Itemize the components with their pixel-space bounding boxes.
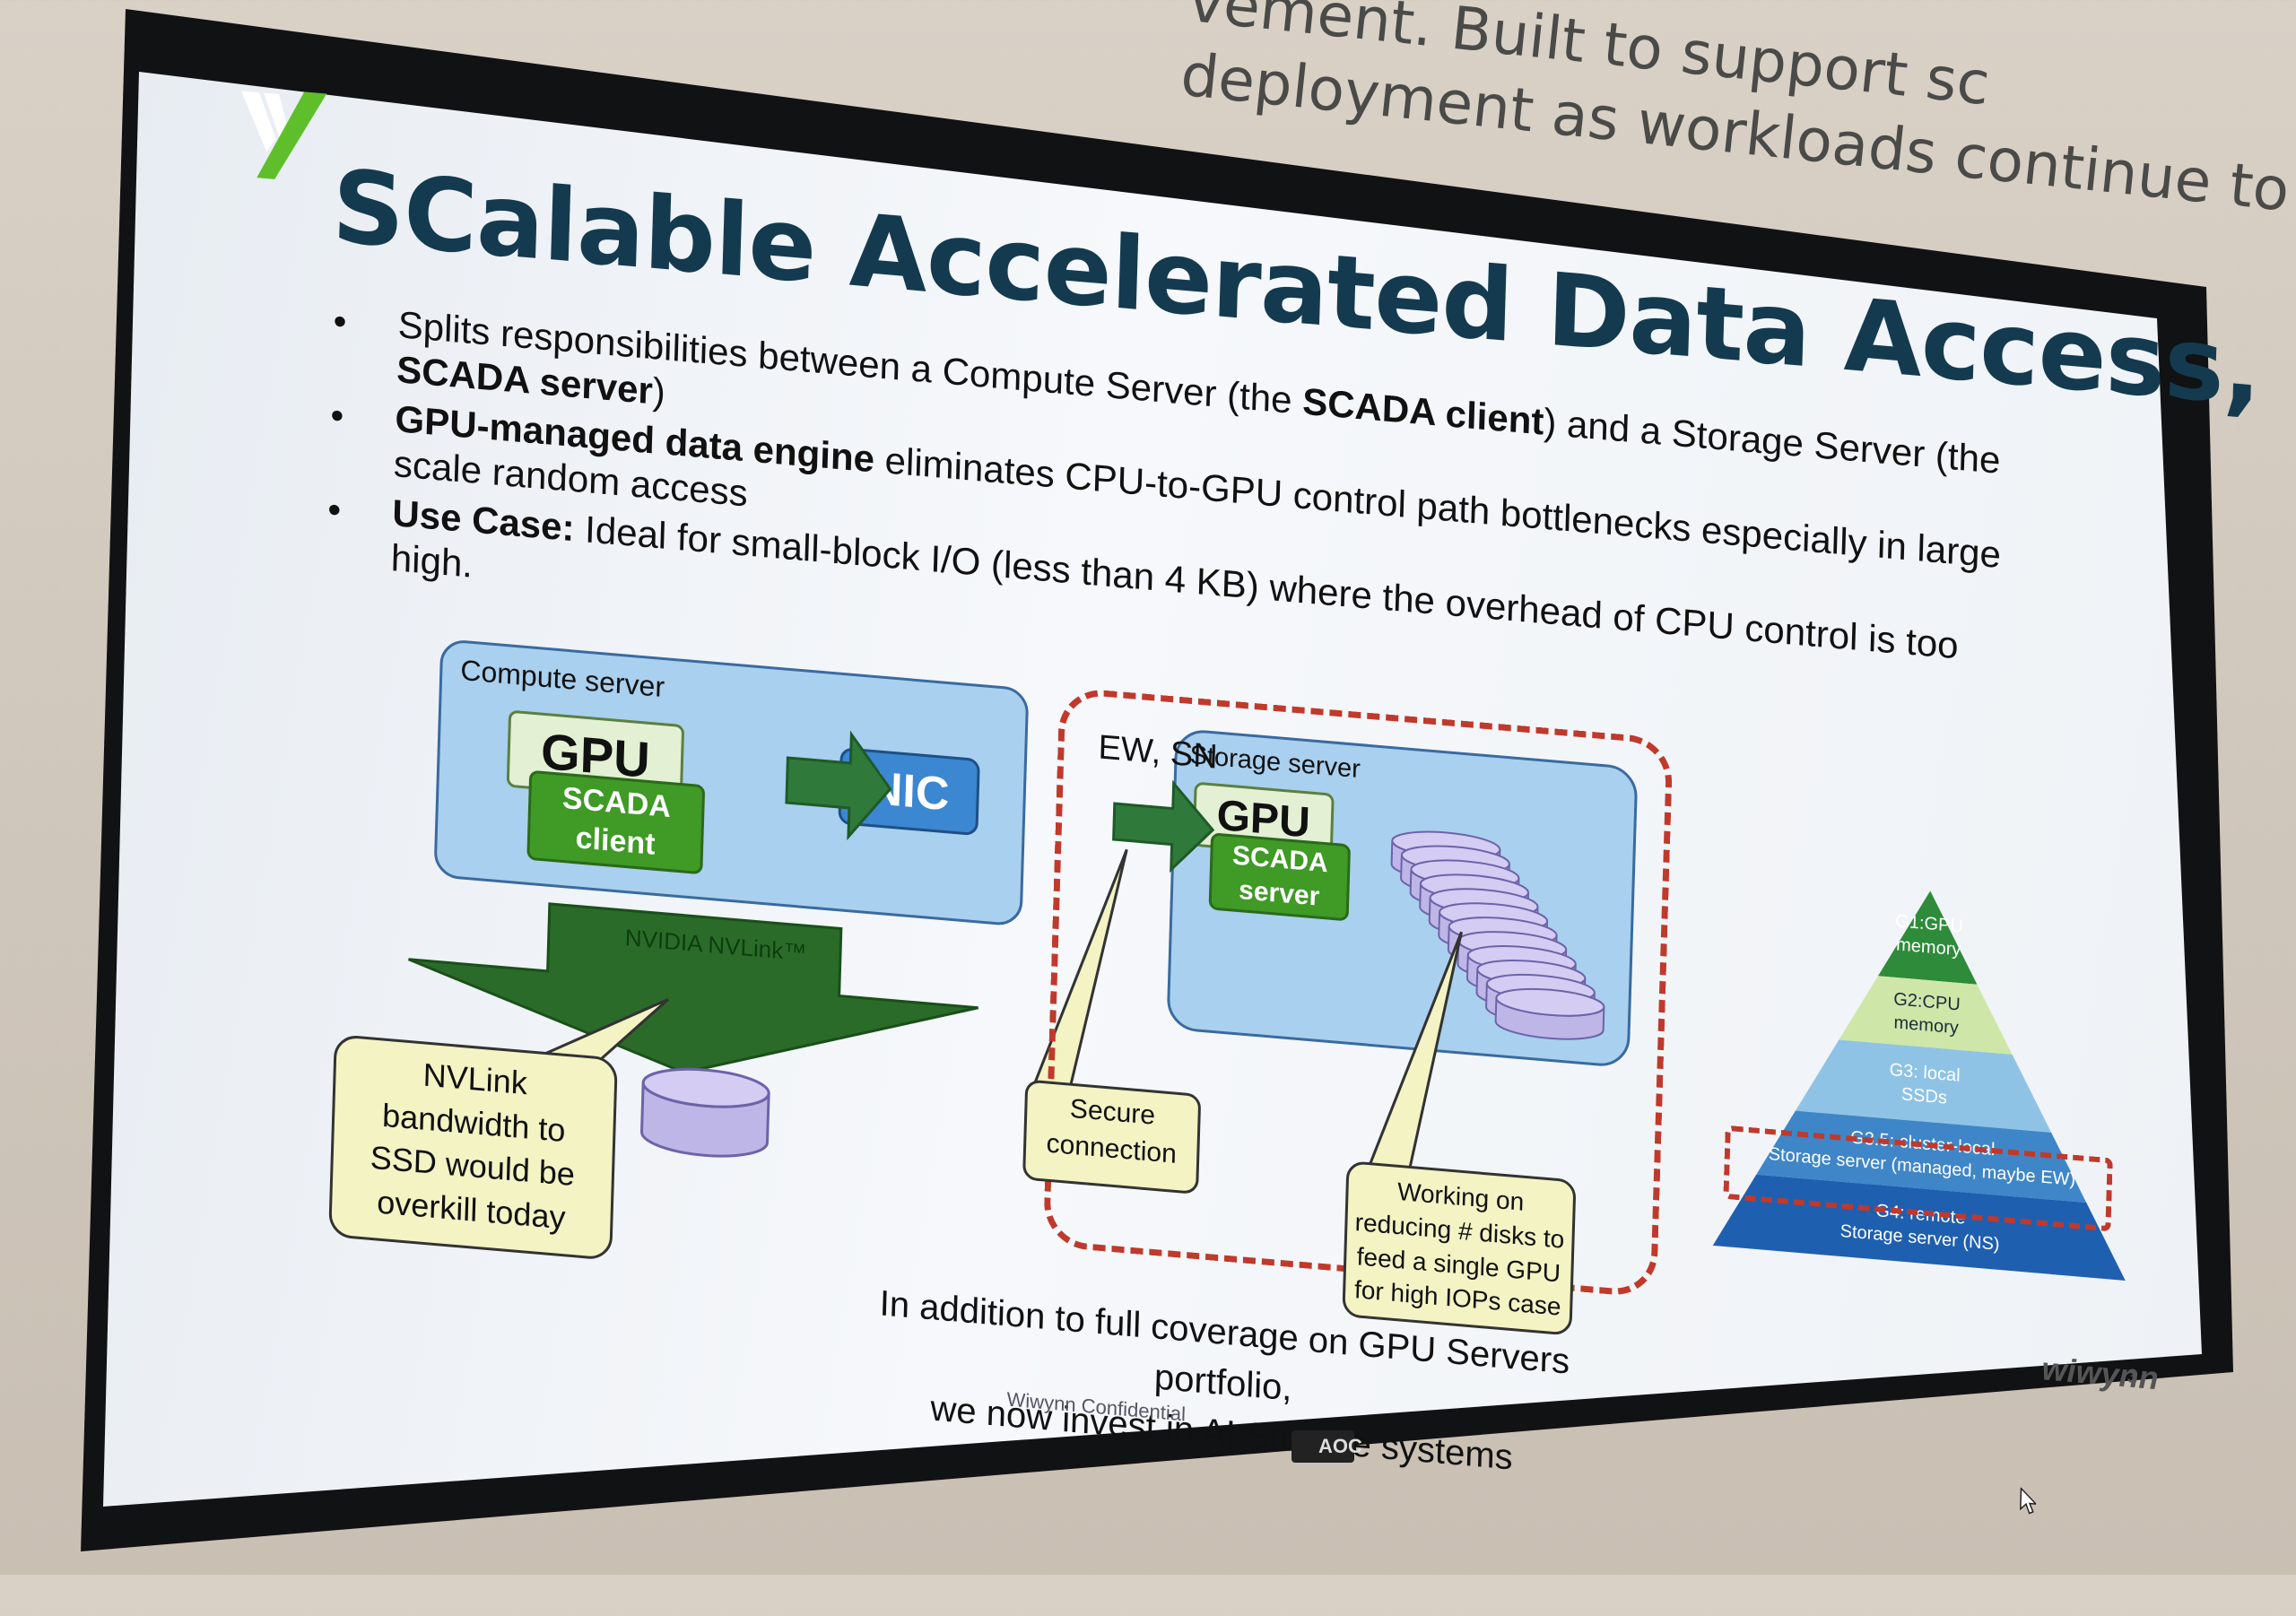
pyramid-tier [1839, 976, 2013, 1055]
disk-stack-icon [1390, 830, 1605, 1040]
ssd-disk-icon [639, 1067, 770, 1158]
monitor-stand [1292, 1430, 1354, 1463]
nvlink-arrow [408, 902, 978, 1074]
memory-tier-pyramid [1712, 891, 2126, 1281]
disk-top-icon [1495, 987, 1605, 1017]
pyramid-tier [1795, 1039, 2052, 1133]
ew-sn-arrow [1112, 779, 1215, 873]
diagram-graphics [408, 730, 1605, 1172]
mouse-cursor-icon [2020, 1487, 2037, 1515]
pyramid-tier [1878, 891, 1978, 985]
slide-stage: SCalable Accelerated Data Access, SCADA … [81, 54, 2296, 1575]
company-logo-icon [241, 91, 327, 179]
monitor-brand-label: AOC [1318, 1435, 1362, 1457]
page-number: 3 [2126, 1364, 2139, 1388]
pyramid-tier [1712, 1174, 2126, 1281]
compute-to-nic-arrow [785, 730, 892, 841]
pyramid-tier [1756, 1110, 2087, 1203]
slide: SCalable Accelerated Data Access, SCADA … [81, 54, 2296, 1575]
